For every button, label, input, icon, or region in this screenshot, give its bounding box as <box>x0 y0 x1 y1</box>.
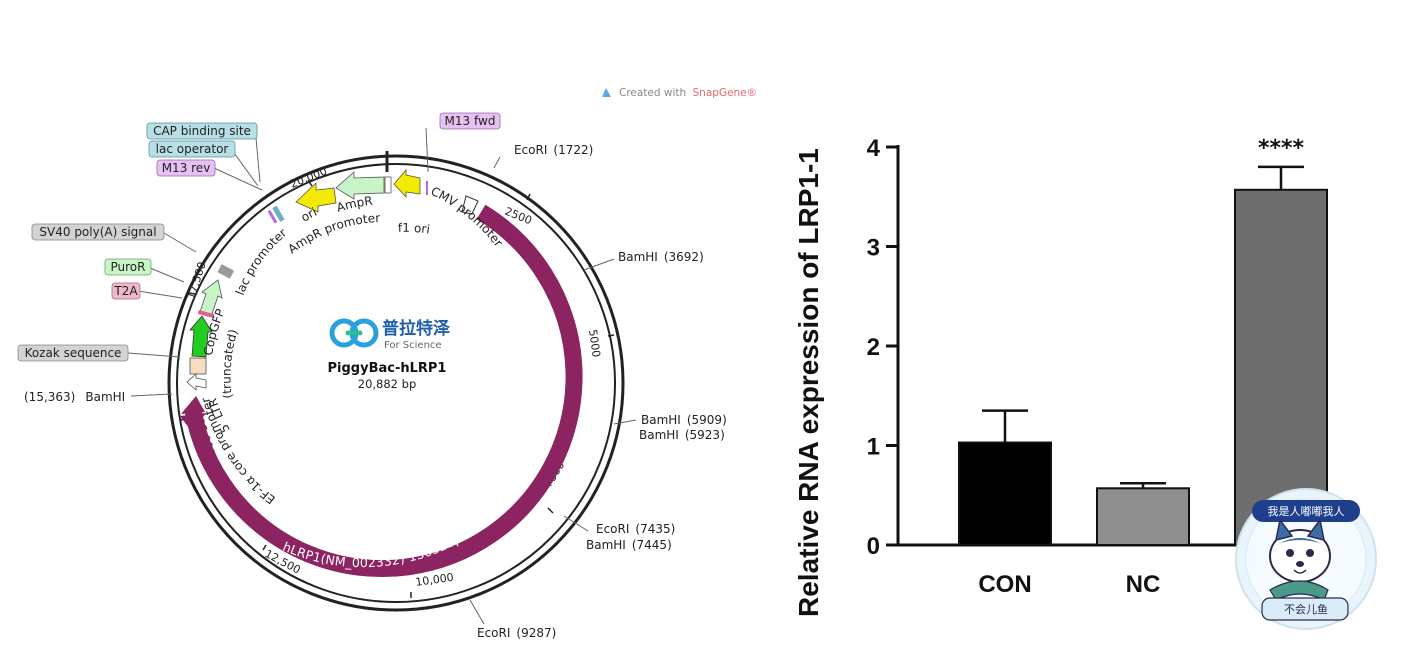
site-bamhi-15363: (15,363)BamHI <box>24 390 125 404</box>
puror-label: PuroR <box>111 260 146 274</box>
husky-mascot-icon <box>1269 518 1331 601</box>
copgfp-arrow <box>189 315 213 358</box>
truncated-label: (truncated) <box>219 328 240 400</box>
bar-chart: Relative RNA expression of LRP1-1 01234 … <box>793 135 1374 617</box>
tag-cap-binding-site: CAP binding site <box>146 122 258 140</box>
y-tick-label: 0 <box>867 533 880 560</box>
chart-y-axis-label: Relative RNA expression of LRP1-1 <box>793 148 824 617</box>
sv40-block <box>217 264 235 279</box>
backbone-outer <box>167 154 625 612</box>
tag-puror: PuroR <box>104 258 152 276</box>
m13-rev-label: M13 rev <box>162 161 211 175</box>
credit-brand: SnapGene® <box>693 87 758 99</box>
lac-operator-label: lac operator <box>156 142 229 156</box>
site-ecori-1722: EcoRI(1722) <box>514 143 593 157</box>
lac-operator-mark <box>272 205 285 222</box>
t2a-block <box>197 309 215 319</box>
tag-kozak: Kozak sequence <box>17 344 129 362</box>
m13-rev-mark <box>267 209 278 224</box>
bar <box>1096 487 1190 547</box>
svg-text:AmpR promoter: AmpR promoter <box>285 211 380 256</box>
hlrp1-arrow-tip <box>180 413 206 432</box>
site-ecori-7435: EcoRI(7435) <box>596 522 675 536</box>
y-tick-label: 2 <box>867 334 880 361</box>
site-bamhi-7445: BamHI(7445) <box>586 538 672 552</box>
ampr-promoter-box <box>384 176 392 194</box>
ampr-promoter-label: AmpR promoter <box>285 211 380 256</box>
hlrp1-arrowhead <box>181 396 205 414</box>
kozak-label: Kozak sequence <box>25 346 122 360</box>
svg-text:lac promoter: lac promoter <box>233 226 290 297</box>
credit-prefix: Created with <box>619 87 686 99</box>
m13-fwd-label: M13 fwd <box>445 114 496 128</box>
tick-17500: 17,500 <box>184 260 208 301</box>
lac-promoter-label: lac promoter <box>233 226 290 297</box>
tick-10000: 10,000 <box>415 571 455 589</box>
position-ticks <box>179 151 615 598</box>
logo-en-text: For Science <box>384 340 442 351</box>
x-category-label: CON <box>978 571 1031 598</box>
snapgene-logo-icon <box>602 88 611 97</box>
x-category-label: NC <box>1126 571 1161 598</box>
tag-m13-fwd: M13 fwd <box>439 112 501 130</box>
bar <box>1234 188 1328 546</box>
y-tick-label: 3 <box>867 235 880 262</box>
hlrp1-feature: hLRP1(NM_002332) 13632bp <box>180 204 583 577</box>
t2a-label: T2A <box>113 284 138 298</box>
site-bamhi-5909: BamHI(5909) <box>641 413 727 427</box>
f1ori-arrow <box>393 168 421 199</box>
tag-m13-rev: M13 rev <box>156 159 216 177</box>
x-axis: CON NC <box>978 571 1160 598</box>
svg-text:Created with SnapGene®: Created with SnapGene® <box>619 87 757 99</box>
significance-label: **** <box>1258 136 1305 161</box>
f1ori-label: f1 ori <box>398 221 431 237</box>
hlrp1-arc <box>184 204 583 577</box>
watermark-caption: 我是人嘟嘟我人 <box>1268 505 1345 518</box>
ori-label: ori <box>299 205 320 225</box>
svg-text:(truncated): (truncated) <box>219 328 240 400</box>
backbone-inner <box>176 163 616 603</box>
y-tick-label: 1 <box>867 434 880 461</box>
snapgene-credit: Created with SnapGene® <box>602 87 757 99</box>
sv40-label: SV40 poly(A) signal <box>39 225 156 239</box>
svg-text:AmpR: AmpR <box>335 194 374 215</box>
ampr-arrow <box>335 171 385 200</box>
site-bamhi-3692: BamHI(3692) <box>618 250 704 264</box>
logo-cn-text: 普拉特泽 <box>382 318 450 339</box>
ef1a-arrow <box>186 373 207 391</box>
site-ecori-9287: EcoRI(9287) <box>477 626 556 640</box>
tag-lac-operator: lac operator <box>148 140 236 158</box>
tick-20000: 20,000 <box>288 164 329 190</box>
svg-text:ori: ori <box>299 205 320 225</box>
m13-fwd-mark <box>426 181 428 195</box>
ampr-label: AmpR <box>335 194 374 215</box>
plasmid-map: Created with SnapGene® 2500 5000 7500 10… <box>17 87 757 640</box>
watermark-bottom: 不会儿鱼 <box>1284 602 1328 616</box>
ltr-box <box>189 357 207 375</box>
plasmid-name: PiggyBac-hLRP1 <box>328 361 447 376</box>
cap-binding-site-label: CAP binding site <box>153 124 251 138</box>
y-tick-label: 4 <box>867 135 881 162</box>
tag-t2a: T2A <box>111 282 141 300</box>
plasmid-size: 20,882 bp <box>358 377 417 391</box>
tick-5000: 5000 <box>586 329 603 359</box>
tag-sv40: SV40 poly(A) signal <box>31 223 165 241</box>
bar <box>958 441 1052 547</box>
svg-text:f1 ori: f1 ori <box>398 221 431 237</box>
site-bamhi-5923: BamHI(5923) <box>639 428 725 442</box>
center-logo: 普拉特泽 For Science PiggyBac-hLRP1 20,882 b… <box>328 318 450 391</box>
cmv-promoter-arrow <box>461 195 479 215</box>
bar-series: **** <box>958 136 1328 547</box>
leader-lines <box>127 127 637 625</box>
company-logo-icon <box>329 318 379 348</box>
puror-arrow <box>199 279 223 315</box>
restriction-sites: EcoRI(1722) BamHI(3692) BamHI(5909) BamH… <box>24 143 727 640</box>
ori-arrow <box>295 182 337 213</box>
watermark-badge: 我是人嘟嘟我人 不会儿鱼 <box>1235 488 1377 630</box>
